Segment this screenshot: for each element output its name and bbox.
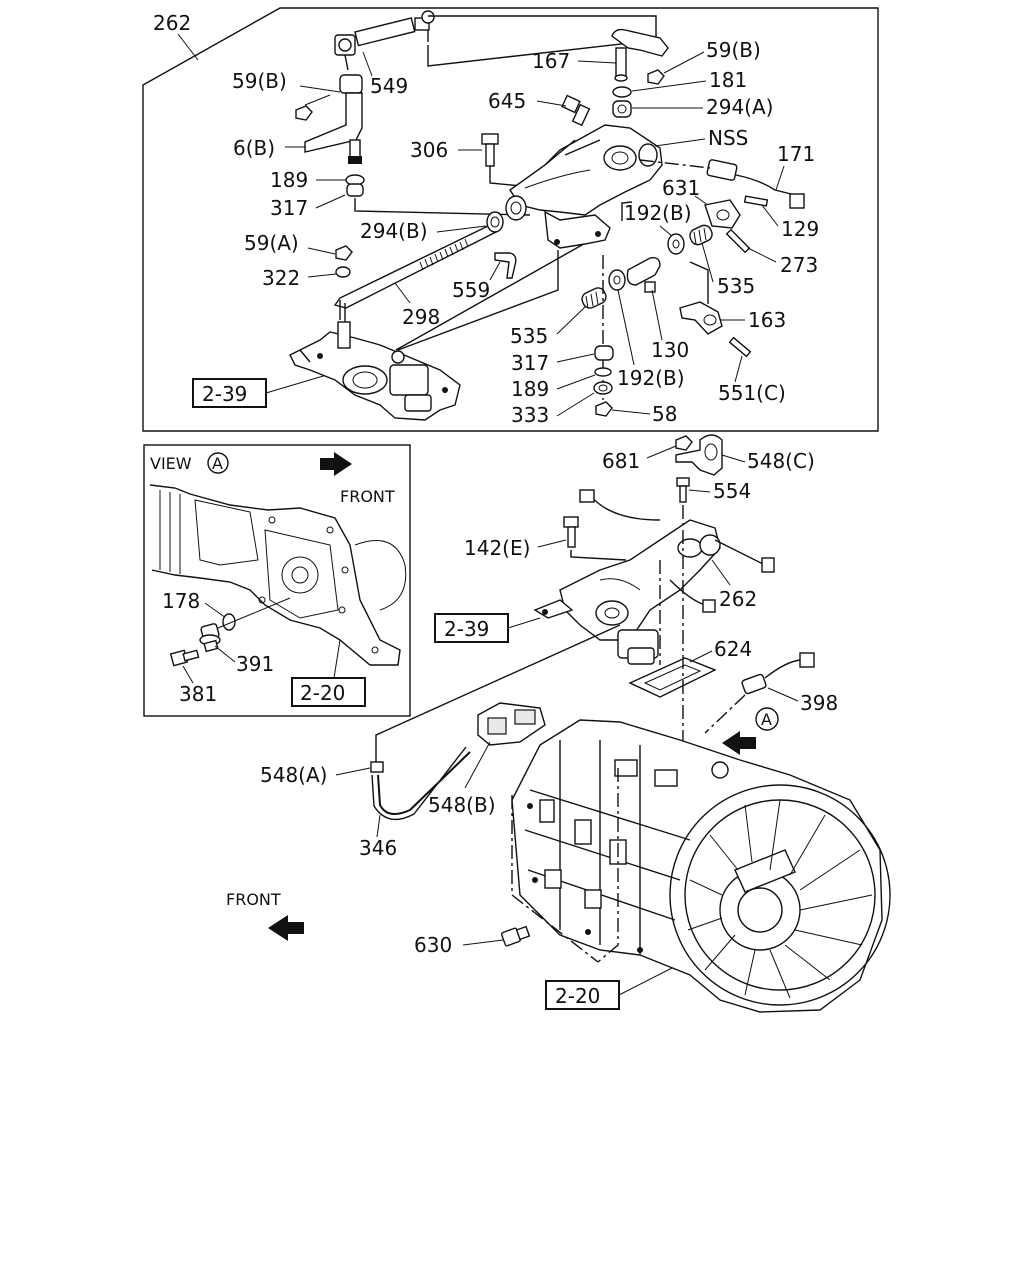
switch-630: [500, 925, 531, 947]
top-panel-frame: [142, 7, 879, 432]
sensor-171: [706, 159, 805, 209]
label-535-left: 535: [510, 324, 548, 348]
label-262-bottom: 262: [719, 587, 757, 611]
housing-view-a: [149, 484, 407, 666]
label-142e: 142(E): [464, 536, 530, 560]
label-181: 181: [709, 68, 747, 92]
label-192b-bottom: 192(B): [617, 366, 685, 390]
view-a-arrow: [722, 731, 756, 755]
label-631: 631: [662, 176, 700, 200]
label-398: 398: [800, 691, 838, 715]
label-549: 549: [370, 74, 408, 98]
label-554: 554: [713, 479, 751, 503]
clip-548c: [675, 434, 723, 476]
front-arrow-bottom: [268, 915, 304, 941]
label-551c: 551(C): [718, 381, 786, 405]
view-title: VIEW: [150, 454, 192, 473]
label-322: 322: [262, 266, 300, 290]
label-548a: 548(A): [260, 763, 327, 787]
label-58: 58: [652, 402, 677, 426]
label-333: 333: [511, 403, 549, 427]
label-171: 171: [777, 142, 815, 166]
bottom-assembly: 681 548(C) 554 142(E): [226, 434, 891, 1013]
label-6b: 6(B): [233, 136, 275, 160]
label-59b-left: 59(B): [232, 69, 287, 93]
label-189-bottom: 189: [511, 377, 549, 401]
upper-lever-167: [611, 28, 669, 82]
bolt-381: [169, 649, 200, 667]
view-a-panel: VIEW A FRONT 178 391: [143, 444, 411, 717]
shift-selector-assembly: [289, 321, 461, 421]
label-624: 624: [714, 637, 752, 661]
sensor-398: [741, 652, 815, 695]
label-nss: NSS: [708, 126, 748, 150]
label-391: 391: [236, 652, 274, 676]
gasket-624: [628, 657, 717, 698]
plug-391: [199, 623, 221, 653]
front-label-bottom: FRONT: [226, 890, 281, 909]
label-273: 273: [780, 253, 818, 277]
link-rod-549: [334, 10, 435, 71]
label-317-bottom: 317: [511, 351, 549, 375]
label-298: 298: [402, 305, 440, 329]
top-panel: 262 549 59(B) 6(B) 189: [142, 7, 879, 432]
ref-label-2-20-bottom: 2-20: [555, 984, 600, 1008]
label-163: 163: [748, 308, 786, 332]
ref-label-2-20-view: 2-20: [300, 681, 345, 705]
label-59b-right: 59(B): [706, 38, 761, 62]
plunger-130: [626, 256, 661, 293]
label-294a: 294(A): [706, 95, 773, 119]
ref-label-2-39-top: 2-39: [202, 382, 247, 406]
shift-lever-6b: [304, 74, 363, 164]
spring-535-right: [689, 224, 713, 246]
label-192b-top: 192(B): [624, 201, 692, 225]
label-129: 129: [781, 217, 819, 241]
label-59a: 59(A): [244, 231, 299, 255]
label-645: 645: [488, 89, 526, 113]
group-label-262: 262: [153, 11, 191, 35]
label-189-top: 189: [270, 168, 308, 192]
view-a-marker: [755, 707, 779, 731]
front-arrow-view: [320, 452, 352, 476]
label-681: 681: [602, 449, 640, 473]
shift-housing-nss: [505, 124, 663, 249]
ref-box-2-20-view: [291, 677, 366, 707]
shift-tower-262: [533, 489, 775, 665]
label-167: 167: [532, 49, 570, 73]
label-559: 559: [452, 278, 490, 302]
label-535-right: 535: [717, 274, 755, 298]
view-a-marker-letter: A: [761, 710, 772, 729]
view-a-frame: [143, 444, 411, 717]
label-548c: 548(C): [747, 449, 815, 473]
view-a-letter: A: [212, 454, 223, 473]
label-346: 346: [359, 836, 397, 860]
connector-548b: [477, 702, 546, 746]
view-a-circle: [207, 452, 229, 474]
label-294b: 294(B): [360, 219, 428, 243]
label-630: 630: [414, 933, 452, 957]
label-130: 130: [651, 338, 689, 362]
ref-label-2-39-mid: 2-39: [444, 617, 489, 641]
spring-535-left: [581, 287, 607, 309]
transmission-case: [511, 719, 891, 1013]
label-381: 381: [179, 682, 217, 706]
label-317-top: 317: [270, 196, 308, 220]
label-548b: 548(B): [428, 793, 496, 817]
view-front-label: FRONT: [340, 487, 395, 506]
label-178: 178: [162, 589, 200, 613]
label-306: 306: [410, 138, 448, 162]
